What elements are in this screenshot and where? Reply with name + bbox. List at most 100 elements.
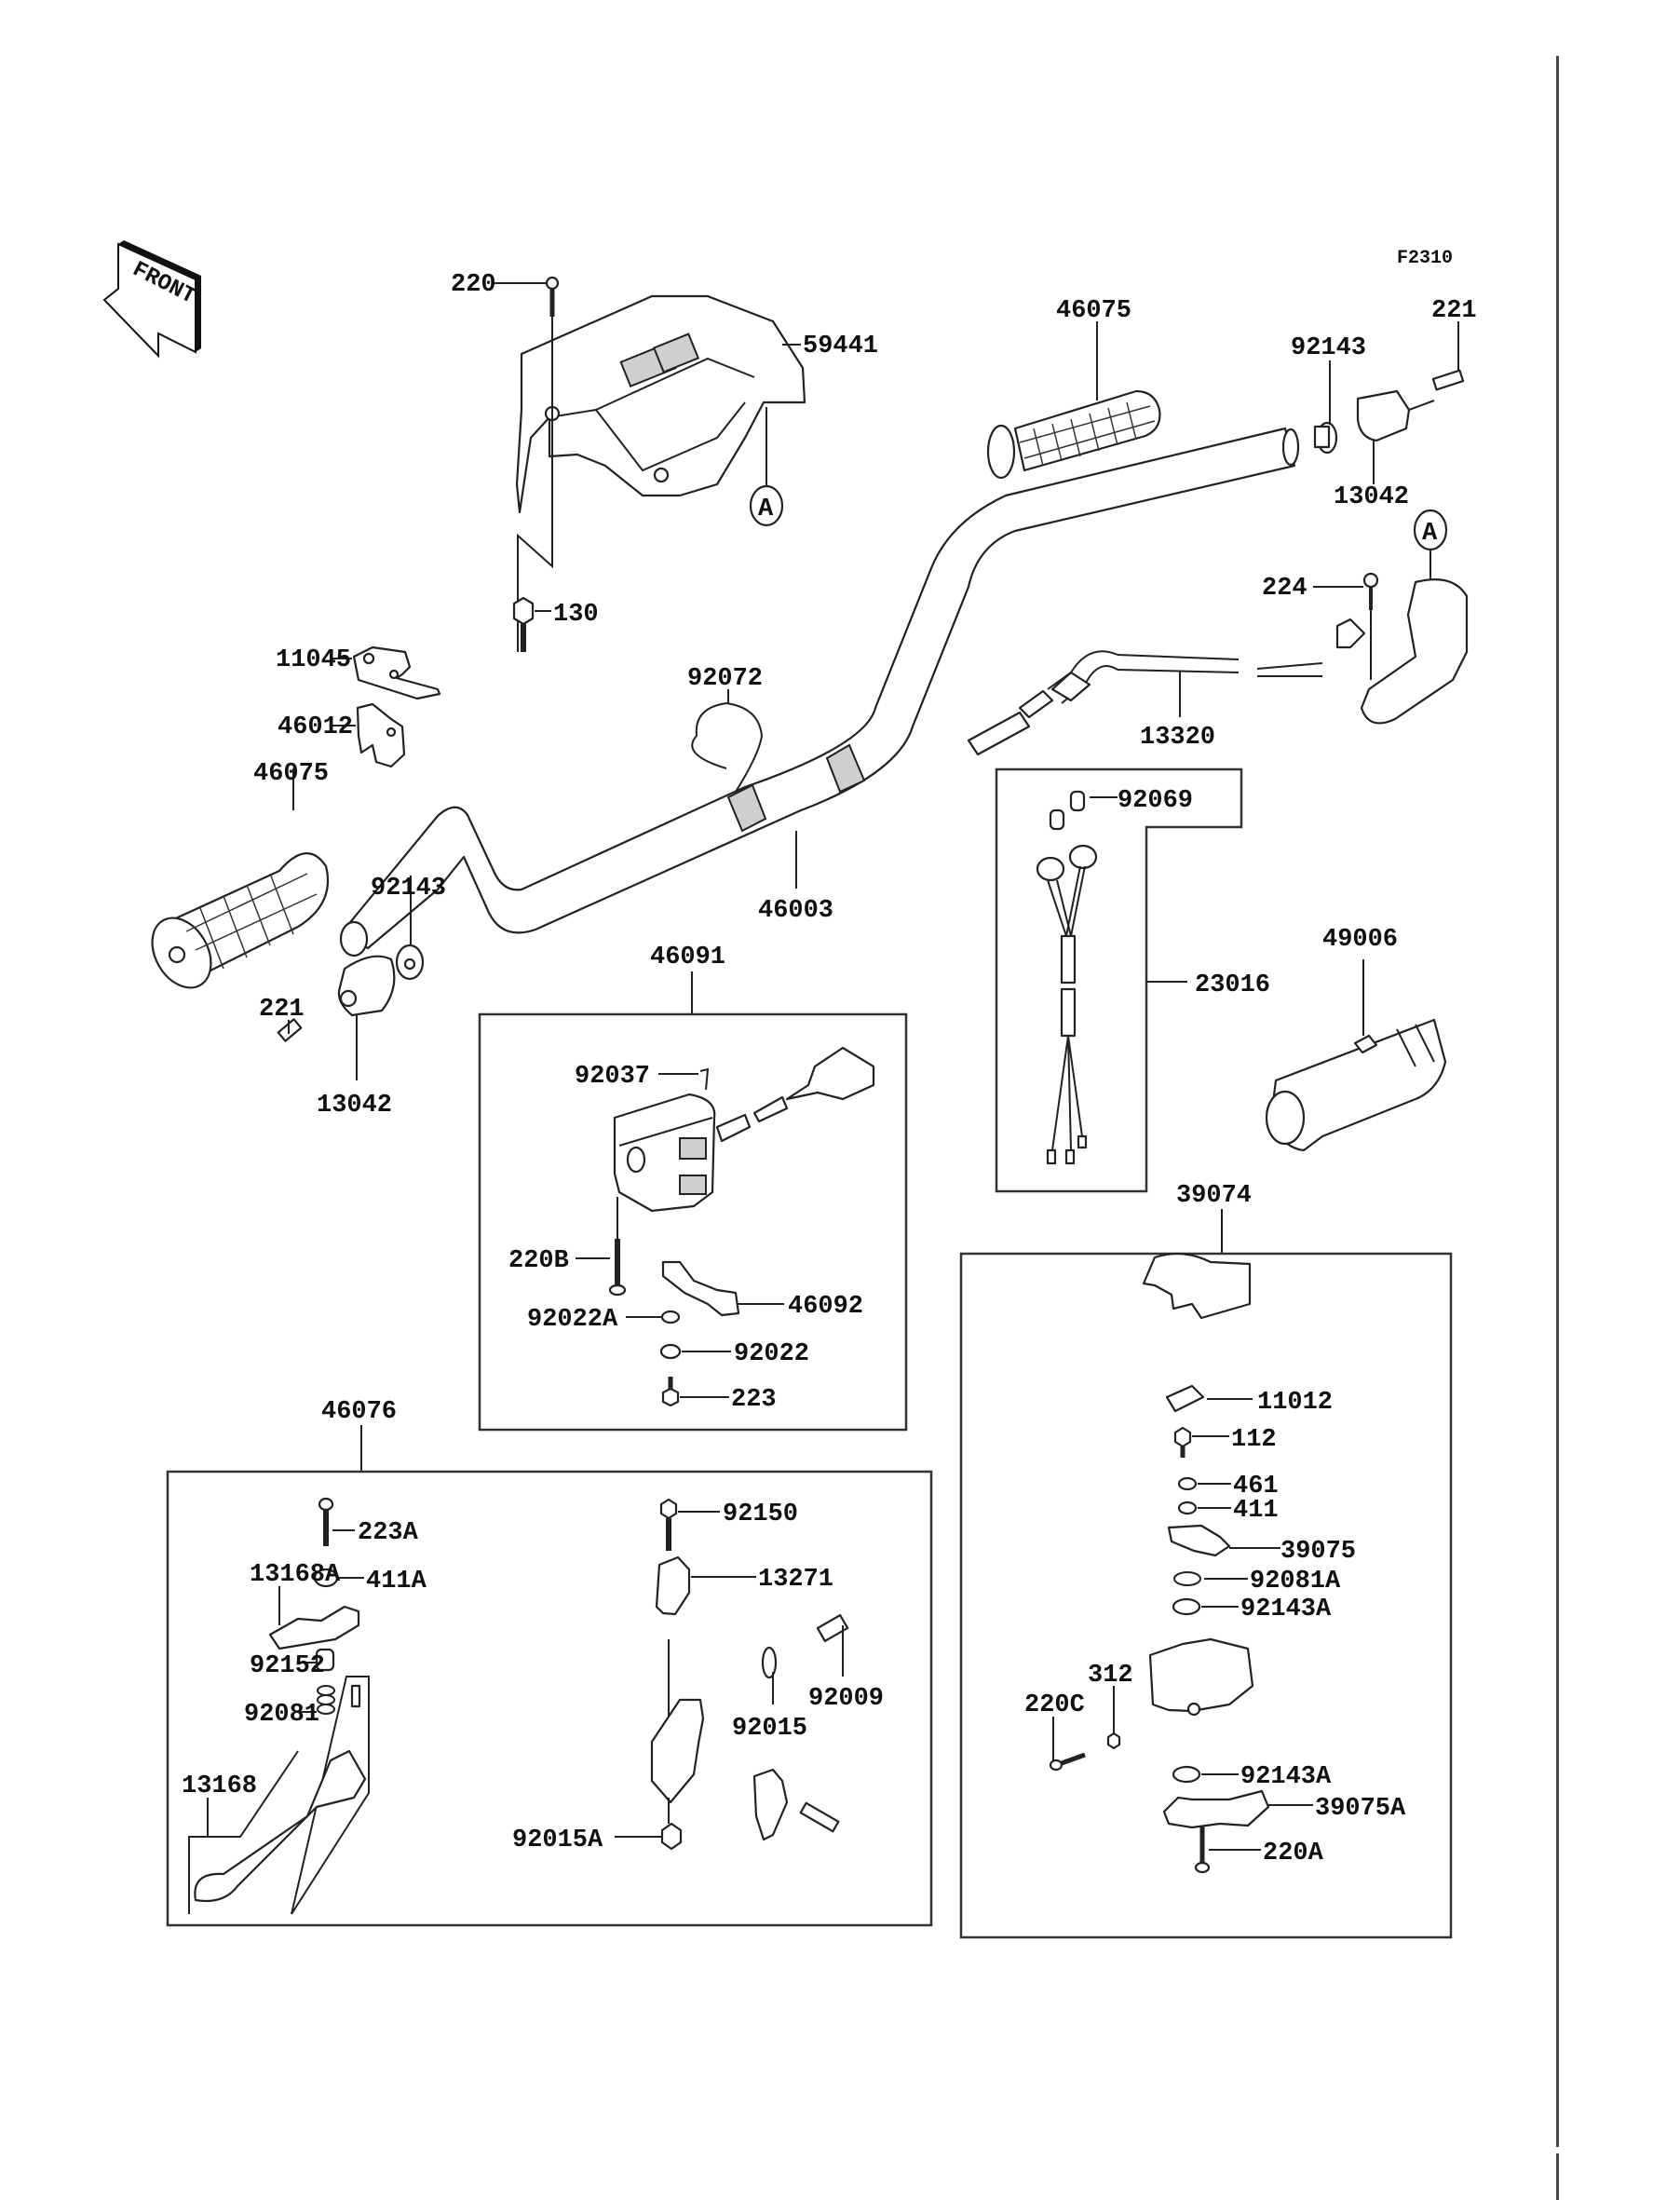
part-label-92009[interactable]: 92009 <box>808 1685 884 1713</box>
part-label-13271[interactable]: 13271 <box>758 1566 833 1594</box>
front-arrow-icon: FRONT <box>102 240 201 359</box>
switch-lower-housing <box>1148 1637 1254 1717</box>
bolt-112 <box>1173 1426 1192 1458</box>
bolt-223 <box>661 1377 680 1407</box>
part-label-39075[interactable]: 39075 <box>1280 1538 1356 1566</box>
figure-id: F2310 <box>1397 248 1453 269</box>
ref-marker-a-2: A <box>1422 520 1438 548</box>
part-label-92081[interactable]: 92081 <box>244 1701 319 1729</box>
part-label-220c[interactable]: 220C <box>1024 1691 1085 1719</box>
part-label-11045[interactable]: 11045 <box>276 646 351 674</box>
part-label-92081a[interactable]: 92081A <box>1250 1568 1341 1596</box>
switch-assembly-39074-box <box>959 1252 1453 1939</box>
part-label-59441[interactable]: 59441 <box>803 333 878 360</box>
spring-92081a <box>1173 1571 1201 1586</box>
part-label-224[interactable]: 224 <box>1262 575 1307 603</box>
bushing-411a <box>313 1568 339 1588</box>
pin-92152 <box>315 1648 335 1672</box>
part-label-92069[interactable]: 92069 <box>1118 787 1193 815</box>
part-label-220[interactable]: 220 <box>451 271 496 299</box>
bolt-130 <box>512 596 535 652</box>
part-label-49006[interactable]: 49006 <box>1322 926 1398 954</box>
part-label-92150[interactable]: 92150 <box>723 1501 798 1528</box>
part-label-92143-right[interactable]: 92143 <box>1291 334 1366 362</box>
handlebar-46003 <box>339 427 1300 957</box>
throttle-13320 <box>967 578 1469 756</box>
part-label-46091[interactable]: 46091 <box>650 944 725 971</box>
sheet-border-line-lower <box>1556 2153 1559 2200</box>
sheet-border-line <box>1556 56 1559 2147</box>
part-11012 <box>1165 1384 1205 1413</box>
part-13168a <box>268 1605 360 1650</box>
part-label-13320[interactable]: 13320 <box>1140 724 1215 752</box>
clamp-92072 <box>691 689 764 793</box>
part-label-92015[interactable]: 92015 <box>732 1715 807 1743</box>
part-label-92152[interactable]: 92152 <box>250 1652 325 1680</box>
switch-cover-39074 <box>1142 1252 1252 1320</box>
clip-461 <box>1177 1476 1198 1491</box>
clamp-bolt <box>799 1801 840 1833</box>
part-label-130[interactable]: 130 <box>553 601 599 629</box>
nut-92015a <box>660 1822 683 1851</box>
part-label-220a[interactable]: 220A <box>1263 1840 1324 1867</box>
part-label-92072[interactable]: 92072 <box>687 665 763 693</box>
part-label-92015a[interactable]: 92015A <box>512 1827 603 1854</box>
washer-92143a-bottom <box>1172 1765 1201 1784</box>
lever-13168-bracket <box>188 1676 370 1915</box>
part-label-92037[interactable]: 92037 <box>575 1063 650 1091</box>
switch-assembly-46091-box <box>478 1012 908 1432</box>
bolt-92150 <box>659 1498 678 1551</box>
ref-marker-a-circle <box>749 484 784 527</box>
part-label-13168a[interactable]: 13168A <box>250 1561 341 1589</box>
lever-39075a <box>1162 1789 1270 1829</box>
part-label-92143a-bottom[interactable]: 92143A <box>1240 1763 1332 1791</box>
part-label-46003[interactable]: 46003 <box>758 897 833 925</box>
adjuster-92009 <box>761 1613 849 1679</box>
part-label-221-right[interactable]: 221 <box>1431 297 1477 325</box>
part-label-461[interactable]: 461 <box>1233 1473 1279 1501</box>
part-label-23016[interactable]: 23016 <box>1195 971 1270 999</box>
part-label-39075a[interactable]: 39075A <box>1315 1795 1406 1823</box>
bracket-13271 <box>655 1555 691 1616</box>
lever-13168 <box>194 1749 367 1903</box>
part-label-46092[interactable]: 46092 <box>788 1293 863 1321</box>
spring-92081 <box>317 1685 335 1715</box>
part-label-92022[interactable]: 92022 <box>734 1340 809 1368</box>
part-label-13042-right[interactable]: 13042 <box>1334 483 1409 511</box>
part-label-312[interactable]: 312 <box>1088 1662 1133 1690</box>
part-label-39074[interactable]: 39074 <box>1176 1182 1252 1210</box>
harness-23016-box <box>995 767 1243 1193</box>
part-label-13168[interactable]: 13168 <box>182 1772 257 1800</box>
part-label-223a[interactable]: 223A <box>358 1519 419 1547</box>
part-label-112[interactable]: 112 <box>1231 1426 1277 1454</box>
part-label-411a[interactable]: 411A <box>366 1568 427 1596</box>
part-label-221-left[interactable]: 221 <box>259 996 305 1024</box>
part-label-220b[interactable]: 220B <box>508 1247 569 1275</box>
grip-46075-left <box>151 852 330 989</box>
part-label-46076[interactable]: 46076 <box>321 1398 397 1426</box>
part-label-13042-left[interactable]: 13042 <box>317 1092 392 1120</box>
handlebar-cover-59441 <box>515 294 806 514</box>
screw-223a <box>318 1497 334 1546</box>
part-label-92143-left[interactable]: 92143 <box>371 875 446 903</box>
part-label-46012[interactable]: 46012 <box>278 713 353 741</box>
part-label-92022a[interactable]: 92022A <box>527 1306 618 1334</box>
screw-220b <box>608 1239 627 1297</box>
holder-clamp <box>752 1768 789 1841</box>
part-label-11012[interactable]: 11012 <box>1257 1389 1333 1417</box>
part-label-46075-left[interactable]: 46075 <box>253 760 329 788</box>
screw-224 <box>1362 572 1379 610</box>
bar-end-right <box>1313 369 1465 455</box>
ref-marker-a-1: A <box>758 496 774 523</box>
lever-assembly-46076-box <box>166 1470 933 1927</box>
plate-39075 <box>1167 1524 1231 1557</box>
switch-49006 <box>1265 1018 1447 1152</box>
lever-holder <box>650 1698 705 1804</box>
part-label-411[interactable]: 411 <box>1233 1497 1279 1525</box>
holder-46012 <box>356 702 406 768</box>
part-label-46075-right[interactable]: 46075 <box>1056 297 1131 325</box>
part-label-92143a-top[interactable]: 92143A <box>1240 1596 1332 1623</box>
washer-92022a <box>660 1310 681 1324</box>
part-label-223[interactable]: 223 <box>731 1386 777 1414</box>
